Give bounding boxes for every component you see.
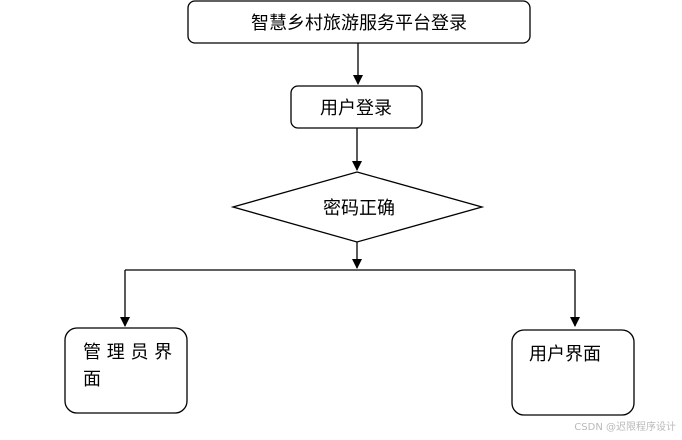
- user-interface-label: 用户界面: [529, 344, 601, 365]
- admin-interface-label-line1: 管 理 员 界: [83, 342, 172, 363]
- user-login-label: 用户登录: [320, 98, 392, 119]
- admin-interface-box: [64, 327, 188, 414]
- password-check-label: 密码正确: [323, 198, 395, 219]
- user-interface-box: [511, 329, 635, 416]
- platform-login-label: 智慧乡村旅游服务平台登录: [251, 13, 467, 34]
- admin-interface-label-line2: 面: [83, 369, 101, 390]
- csdn-watermark: CSDN @迟限程序设计: [574, 420, 676, 433]
- platform-login-box: [187, 0, 531, 44]
